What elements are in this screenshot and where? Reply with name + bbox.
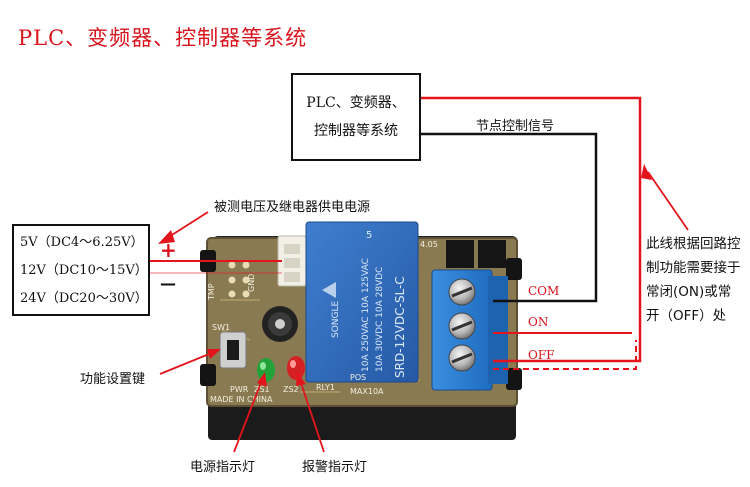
terminal-com-label: COM [528,284,560,298]
board-mark-led1: ZS1 [254,385,270,394]
minus-sign: — [160,274,176,293]
power-24v: 24V（DC20～30V） [20,291,148,306]
clip-bottom-right [506,368,522,390]
plc-box-line2: 控制器等系统 [314,123,398,139]
board-mark-sw: SW1 [212,323,230,332]
power-label: 被测电压及继电器供电电源 [214,200,371,215]
board-mark-made: MADE IN CHINA [210,395,273,404]
function-key-button [227,340,239,360]
signal-black-wire [421,132,598,303]
plus-sign: + [160,238,177,262]
board-mark-pos: POS [350,373,366,382]
board-mark-led2: ZS2 [283,385,299,394]
terminal-on-label: ON [528,315,549,329]
clip-bottom-left [200,364,216,386]
power-12v: 12V（DC10～15V） [20,263,148,278]
power-led-arrow [233,379,263,453]
function-key-label: 功能设置键 [80,372,146,387]
plc-red-wire [421,96,642,363]
board-mark-rev: 4.05 [420,240,438,249]
relay: SONGLE SRD-12VDC-SL-C 10A 250VAC 10A 125… [305,221,419,383]
relay-model: SRD-12VDC-SL-C [393,276,407,378]
note-arrow [647,171,689,231]
power-led [257,358,275,382]
power-led-label: 电源指示灯 [190,460,256,475]
solder-pads [228,261,250,298]
relay-rating-2: 10A 30VDC 10A 28VDC [375,267,385,372]
power-5v: 5V（DC4～6.25V） [20,235,144,250]
off-dashed-wire [493,340,637,370]
plc-box-line1: PLC、变频器、 [306,95,406,111]
plc-box: PLC、变频器、 控制器等系统 [291,73,421,161]
alarm-led-arrow [299,379,325,453]
relay-brand: SONGLE [331,300,341,338]
diagram-title: PLC、变频器、控制器等系统 [18,26,308,50]
header-connector [446,240,474,268]
power-box: 5V（DC4～6.25V） 12V（DC10～15V） 24V（DC20～30V… [12,224,150,316]
wiring-note: 此线根据回路控制功能需要接于常闭(ON)或常开（OFF）处 [646,236,741,324]
terminal-off-label: OFF [528,348,555,362]
alarm-led [287,356,305,380]
alarm-led-label: 报警指示灯 [302,460,368,475]
clip-top-right [506,258,522,280]
relay-number: 5 [366,230,372,241]
board-mark-gnd: GND [247,274,256,292]
board-mark-tmp: TMP [207,283,216,301]
signal-label: 节点控制信号 [476,119,555,134]
board-mark-rly: RLY1 [316,383,335,392]
board-mark-pwr: PWR [230,385,249,394]
relay-rating-1: 10A 250VAC 10A 125VAC [361,258,371,372]
function-key-arrow [159,351,215,375]
terminal-block [431,269,508,391]
board-mark-max: MAX10A [350,387,384,396]
